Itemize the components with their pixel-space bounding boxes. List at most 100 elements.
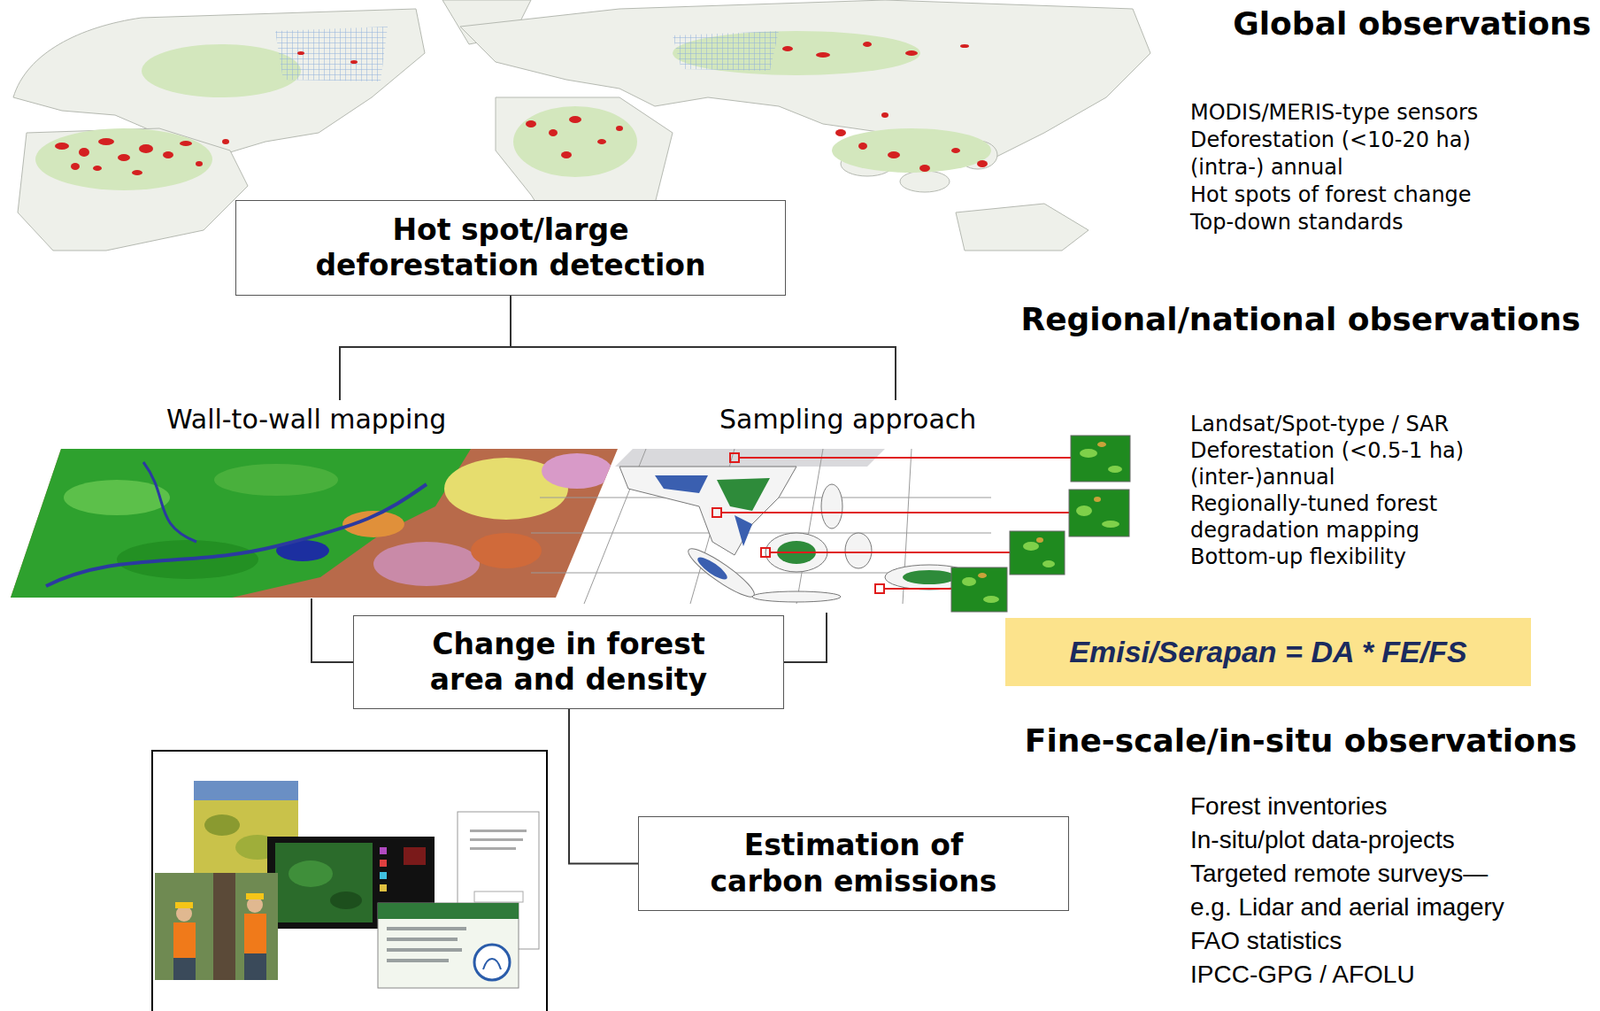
illustration-part [469,829,527,832]
illustration-part [858,142,868,150]
illustration-part [569,115,582,124]
illustration-part [193,780,299,800]
note-line: Deforestation (<0.5-1 ha) [1190,438,1464,464]
illustration-part [179,140,193,147]
illustration-part [244,953,267,980]
illustration-part [288,860,333,887]
illustration-part [541,453,613,489]
illustration-part [951,147,961,154]
illustration-part [1093,496,1101,502]
map-panel: Sampling approach [530,400,1142,613]
illustration-part [246,892,264,900]
illustration-part [154,872,278,980]
illustration-part [469,838,524,841]
connector-line [569,708,639,864]
illustration-part [919,164,931,172]
note-line: Deforestation (<10-20 ha) [1190,127,1471,154]
connector-line [784,612,827,662]
illustration-part [297,51,305,55]
illustration-part [222,138,230,145]
illustration-part [721,511,1070,514]
note-line: Landsat/Spot-type / SAR [1190,411,1449,438]
note-line: Hot spots of forest change [1190,182,1472,208]
note-line: e.g. Lidar and aerial imagery [1190,892,1505,923]
note-line: MODIS/MERIS-type sensors [1190,100,1478,126]
illustration-part [10,444,631,599]
deforestation-hotspots [54,41,988,176]
illustration-part [10,444,631,599]
illustration-part [712,507,722,517]
illustration-part [548,129,558,137]
sample-tiles [951,435,1131,612]
process-box: Change in forest area and density [353,615,785,709]
illustration-part [977,441,1107,578]
illustration-part [835,129,847,137]
illustration-part [1097,441,1107,447]
illustration-part [845,532,872,569]
illustration-part [887,151,900,159]
illustration-part [244,913,267,954]
illustration-part [469,846,516,850]
panel-heading: Sampling approach [719,403,977,436]
illustration-part [730,453,739,462]
illustration-part [902,569,956,585]
field-photo [154,872,278,980]
box-label: Emisi/Serapan = DA * FE/FS [1069,634,1467,670]
illustration-part [1107,465,1123,473]
illustration-part [615,125,624,131]
process-box: Hot spot/large deforestation detection [235,200,786,296]
illustration-part [1076,505,1093,516]
illustration-part [117,153,131,162]
box-label: Estimation of carbon emissions [699,827,1009,900]
illustration-part [654,475,956,585]
illustration-part [761,547,770,557]
illustration-part [597,138,607,145]
illustration-part [386,958,449,962]
note-line: IPCC-GPG / AFOLU [1190,959,1416,990]
illustration-part [54,142,70,150]
illustration-part [712,453,1071,593]
illustration-part [694,553,731,584]
illustration-part [619,466,974,603]
illustration-part [513,106,638,177]
illustration-part [173,957,196,980]
illustration-part [884,587,952,590]
illustration-part [752,591,841,602]
illustration-part [738,456,1071,459]
illustration-part [483,958,501,970]
illustration-part [881,112,889,118]
illustration-part [672,30,779,71]
illustration-part [875,584,885,593]
note-line: (inter-)annual [1190,464,1336,491]
note-line: Targeted remote surveys— [1190,858,1488,889]
illustration-part [961,448,1123,603]
illustration-part [900,170,950,193]
illustration-part [1023,541,1039,551]
illustration-part [213,872,236,980]
illustration-part [195,161,203,167]
illustration-part [173,922,196,958]
note-line: Forest inventories [1190,791,1388,822]
illustration-part [162,151,174,159]
illustration-part [474,944,510,980]
illustration-part [672,30,921,76]
illustration-part [796,448,824,604]
illustration-part [78,147,90,157]
forest-cover [35,30,992,191]
illustration-part [141,44,301,98]
reports-collage [151,749,548,1011]
illustration-part [17,128,248,251]
illustration-part [561,151,572,159]
note-line: Bottom-up flexibility [1190,544,1407,570]
illustration-part [474,891,524,902]
illustration-part [379,846,387,854]
note-line: Regionally-tuned forest [1190,491,1438,517]
illustration-part [131,169,143,176]
illustration-part [951,567,1008,612]
illustration-part [905,50,918,56]
illustration-part [1101,520,1120,528]
illustration-part [977,572,987,578]
formula-box: Emisi/Serapan = DA * FE/FS [1005,617,1531,686]
illustration-part [386,926,467,931]
illustration-part [1079,448,1098,458]
